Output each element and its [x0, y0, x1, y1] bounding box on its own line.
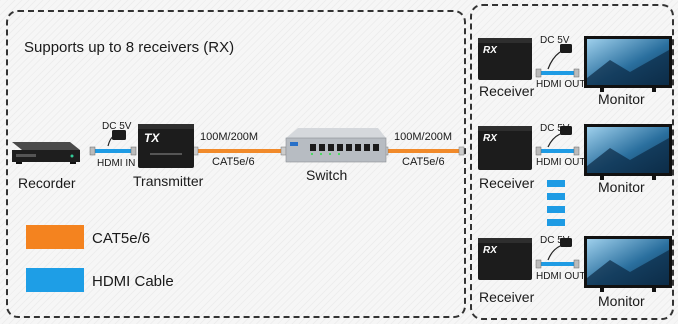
hdmi-plug-icon	[573, 68, 580, 78]
rj45-plug-icon	[458, 146, 465, 156]
hdmi-in-label: HDMI IN	[97, 158, 136, 169]
switch-device	[285, 128, 387, 163]
receiver-row-1	[478, 36, 672, 92]
monitor-icon	[584, 36, 672, 92]
power-adapter-icon	[560, 44, 572, 53]
hdmi-cable-out	[538, 71, 576, 75]
transmitter-brand-logo: TX	[144, 131, 160, 145]
legend-hdmi-label: HDMI Cable	[92, 273, 174, 290]
power-label: DC 5V	[102, 121, 132, 132]
legend-cat-swatch	[26, 225, 84, 249]
link-cable-left: CAT5e/6	[212, 156, 255, 168]
receivers-frame	[470, 4, 674, 320]
receiver-row-2	[478, 124, 672, 180]
hdmi-plug-icon	[535, 146, 542, 156]
power-adapter-icon	[560, 126, 572, 135]
receiver-device	[478, 126, 532, 170]
receiver-label: Receiver	[479, 289, 535, 305]
hdmi-cable-out	[538, 262, 576, 266]
hdmi-plug-icon	[89, 146, 96, 156]
receiver-power-label: DC 5V	[540, 35, 570, 46]
receiver-brand-logo: RX	[483, 45, 497, 56]
receiver-brand-logo: RX	[483, 133, 497, 144]
receiver-label: Receiver	[479, 83, 535, 99]
hdmi-plug-icon	[130, 146, 137, 156]
monitor-label: Monitor	[598, 293, 645, 309]
switch-label: Switch	[306, 167, 348, 183]
receiver-brand-logo: RX	[483, 245, 497, 256]
hdmi-plug-icon	[535, 259, 542, 269]
link-speed-left: 100M/200M	[200, 131, 259, 143]
hdmi-cable-out	[538, 149, 576, 153]
monitor-label: Monitor	[598, 179, 645, 195]
receiver-device	[478, 238, 532, 280]
monitor-label: Monitor	[598, 91, 645, 107]
receiver-label: Receiver	[479, 175, 535, 191]
receiver-device	[478, 38, 532, 80]
link-cable-right: CAT5e/6	[402, 156, 445, 168]
hdmi-plug-icon	[573, 259, 580, 269]
rj45-plug-icon	[280, 146, 287, 156]
link-speed-right: 100M/200M	[394, 131, 453, 143]
power-adapter-icon	[112, 130, 126, 140]
power-adapter-icon	[560, 238, 572, 247]
supports-text: Supports up to 8 receivers (RX)	[24, 39, 235, 56]
monitor-icon	[584, 236, 672, 292]
receiver-hdmi-out-label: HDMI OUT	[536, 271, 586, 282]
cat-cable-left	[196, 149, 284, 153]
receiver-hdmi-out-label: HDMI OUT	[536, 157, 586, 168]
transmitter-label: Transmitter	[133, 173, 204, 189]
receiver-row-3	[478, 236, 672, 292]
receiver-power-label: DC 5V	[540, 123, 570, 134]
recorder-label: Recorder	[18, 175, 76, 191]
hdmi-cable-in	[92, 149, 132, 153]
monitor-icon	[584, 124, 672, 180]
receiver-power-label: DC 5V	[540, 235, 570, 246]
recorder-icon	[12, 142, 80, 164]
legend-hdmi-swatch	[26, 268, 84, 292]
system-frame	[6, 10, 466, 318]
hdmi-plug-icon	[573, 146, 580, 156]
cat-cable-right	[386, 149, 462, 153]
legend-cat-label: CAT5e/6	[92, 230, 151, 247]
receiver-hdmi-out-label: HDMI OUT	[536, 79, 586, 90]
hdmi-plug-icon	[535, 68, 542, 78]
transmitter-device	[138, 124, 194, 168]
more-receivers-indicator	[547, 180, 565, 226]
